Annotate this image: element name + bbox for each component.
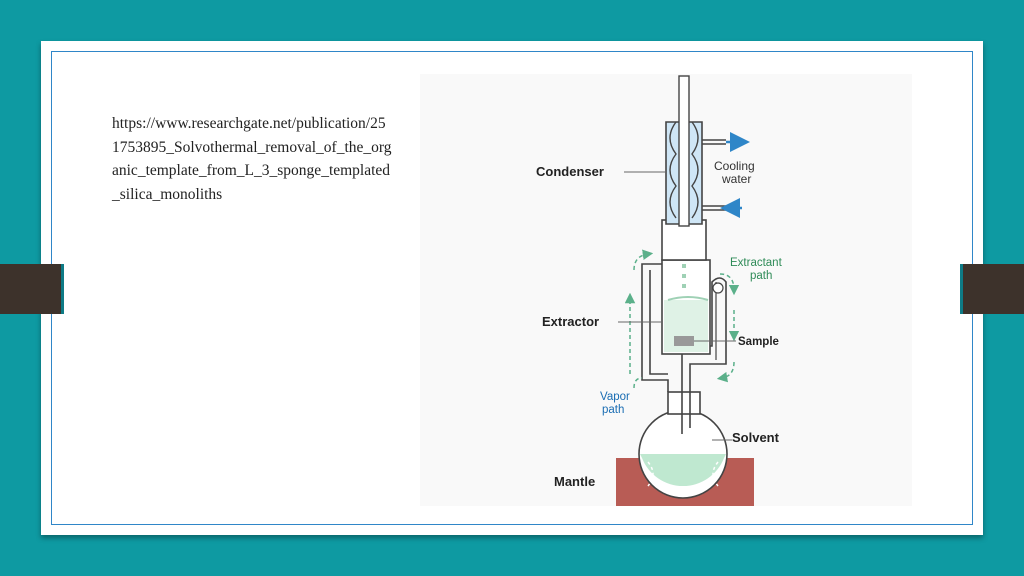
siphon-tube [689, 277, 727, 428]
extractant-path-arrow [719, 273, 740, 296]
source-caption: https://www.researchgate.net/publication… [112, 112, 462, 206]
label-cooling-water-1: Cooling [714, 159, 755, 173]
left-side-tab [0, 264, 64, 314]
caption-line-3: anic_template_from_L_3_sponge_templated [112, 162, 391, 179]
label-solvent: Solvent [732, 430, 780, 445]
flask-neck [667, 391, 701, 415]
label-cooling-water-2: water [721, 172, 751, 186]
label-extractant-path-1: Extractant [730, 257, 783, 269]
right-side-tab [960, 264, 1024, 314]
solvent-liquid [640, 454, 726, 487]
label-extractor: Extractor [542, 314, 599, 329]
label-extractant-path-2: path [750, 270, 772, 282]
sample-thimble [674, 336, 694, 346]
caption-line-1: https://www.researchgate.net/publication… [112, 115, 386, 132]
vapor-side-arm [641, 263, 669, 392]
label-condenser: Condenser [536, 164, 604, 179]
label-mantle: Mantle [554, 474, 595, 489]
soxhlet-diagram: Condenser Cooling water Extractant path … [420, 74, 912, 506]
label-vapor-path-1: Vapor [600, 391, 630, 403]
soxhlet-apparatus-svg: Condenser Cooling water Extractant path … [536, 75, 783, 506]
label-sample: Sample [738, 336, 779, 348]
caption-line-2: 1753895_Solvothermal_removal_of_the_org [112, 138, 392, 156]
label-vapor-path-2: path [602, 404, 624, 416]
condenser-inner-tube [678, 75, 690, 227]
caption-line-4: _silica_monoliths [112, 185, 223, 203]
condensate-drops [682, 264, 686, 288]
